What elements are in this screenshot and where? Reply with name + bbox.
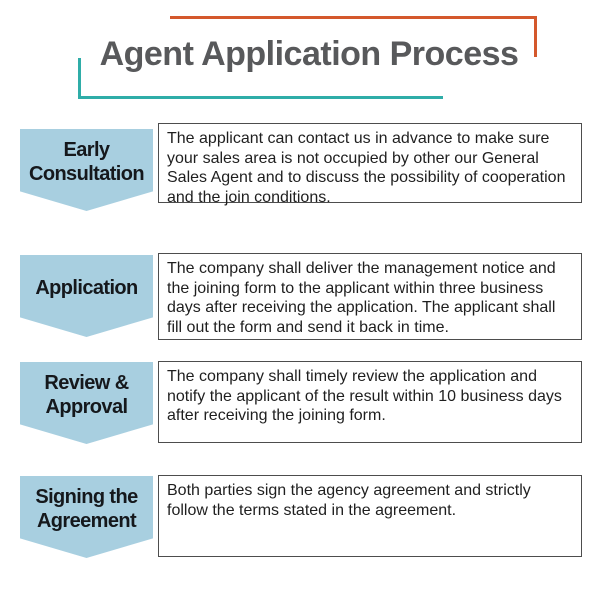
- page-title: Agent Application Process: [99, 35, 519, 73]
- step-description: The company shall deliver the management…: [167, 260, 556, 336]
- title-bracket-top-right: [170, 16, 537, 57]
- step-description-box: The company shall timely review the appl…: [158, 361, 582, 443]
- step-label: Signing the Agreement: [35, 486, 138, 532]
- step-description: The applicant can contact us in advance …: [167, 130, 566, 206]
- step-banner-application: Application: [20, 255, 153, 337]
- step-label: Early Consultation: [28, 139, 145, 185]
- step-label: Review & Approval: [44, 372, 129, 418]
- step-description: The company shall timely review the appl…: [167, 368, 562, 424]
- step-description-box: Both parties sign the agency agreement a…: [158, 475, 582, 557]
- step-description: Both parties sign the agency agreement a…: [167, 482, 531, 519]
- title-bracket-bottom-left: [78, 58, 443, 99]
- step-banner-signing-agreement: Signing the Agreement: [20, 476, 153, 558]
- step-description-box: The company shall deliver the management…: [158, 253, 582, 340]
- step-banner-review-approval: Review & Approval: [20, 362, 153, 444]
- step-banner-early-consultation: Early Consultation: [20, 129, 153, 211]
- step-label: Application: [35, 277, 138, 299]
- step-description-box: The applicant can contact us in advance …: [158, 123, 582, 206]
